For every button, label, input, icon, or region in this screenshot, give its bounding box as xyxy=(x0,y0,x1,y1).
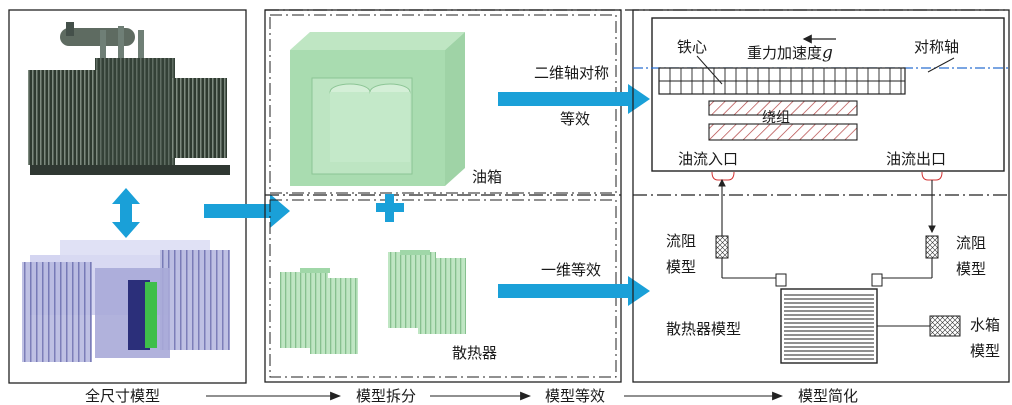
tank-model xyxy=(290,32,465,186)
oil-outlet-label: 油流出口 xyxy=(886,150,946,168)
flow-resist-right-1: 流阻 xyxy=(956,234,986,252)
radiator-1d-model xyxy=(775,273,883,364)
full-model-frame xyxy=(8,9,247,384)
water-tank-label-2: 模型 xyxy=(970,342,1000,360)
caption-full-model: 全尺寸模型 xyxy=(85,387,160,405)
equiv-arrow-top xyxy=(498,84,650,114)
water-tank-label-1: 水箱 xyxy=(970,316,1000,334)
equiv-arrow-bottom xyxy=(498,276,650,306)
winding-lower xyxy=(708,123,858,141)
axis-leader-line xyxy=(927,57,955,73)
flow-resist-left-2: 模型 xyxy=(666,258,696,276)
radiator-models xyxy=(280,250,466,354)
full-cad-model xyxy=(22,240,230,362)
gravity-label: 重力加速度 xyxy=(747,44,822,62)
arrow-top-label-line1: 二维轴对称 xyxy=(534,64,609,82)
oil-inlet-label: 油流入口 xyxy=(678,150,738,168)
vertical-double-arrow-icon xyxy=(112,188,140,238)
water-tank-box xyxy=(929,315,961,337)
flow-resist-right-2: 模型 xyxy=(956,260,986,278)
transformer-photo xyxy=(28,22,230,175)
radiator-label: 散热器 xyxy=(452,344,497,362)
tank-label: 油箱 xyxy=(472,168,502,186)
flow-network xyxy=(718,178,936,327)
outlet-marker xyxy=(921,171,943,181)
core-grid xyxy=(658,67,906,95)
arrow-bottom-label: 一维等效 xyxy=(541,261,601,279)
split-arrow xyxy=(204,194,290,228)
winding-label: 绕组 xyxy=(762,110,790,126)
plus-icon xyxy=(376,194,404,222)
caption-split: 模型拆分 xyxy=(356,387,416,405)
winding-upper xyxy=(708,100,858,116)
arrow-top-label-line2: 等效 xyxy=(560,110,590,128)
flow-resist-left-box xyxy=(715,235,729,259)
inlet-marker xyxy=(711,171,735,181)
caption-equivalent: 模型等效 xyxy=(545,387,605,405)
core-label: 铁心 xyxy=(677,38,707,56)
axis-label: 对称轴 xyxy=(914,38,959,56)
gravity-label-group: 重力加速度g xyxy=(747,43,833,63)
gravity-symbol: g xyxy=(822,43,833,63)
axisym-tank xyxy=(651,17,1005,172)
core-leader-line xyxy=(696,55,723,85)
radiator-model-label: 散热器模型 xyxy=(666,320,741,338)
caption-simplified: 模型简化 xyxy=(798,387,858,405)
flow-resist-right-box xyxy=(925,235,939,259)
flow-resist-left-1: 流阻 xyxy=(666,232,696,250)
